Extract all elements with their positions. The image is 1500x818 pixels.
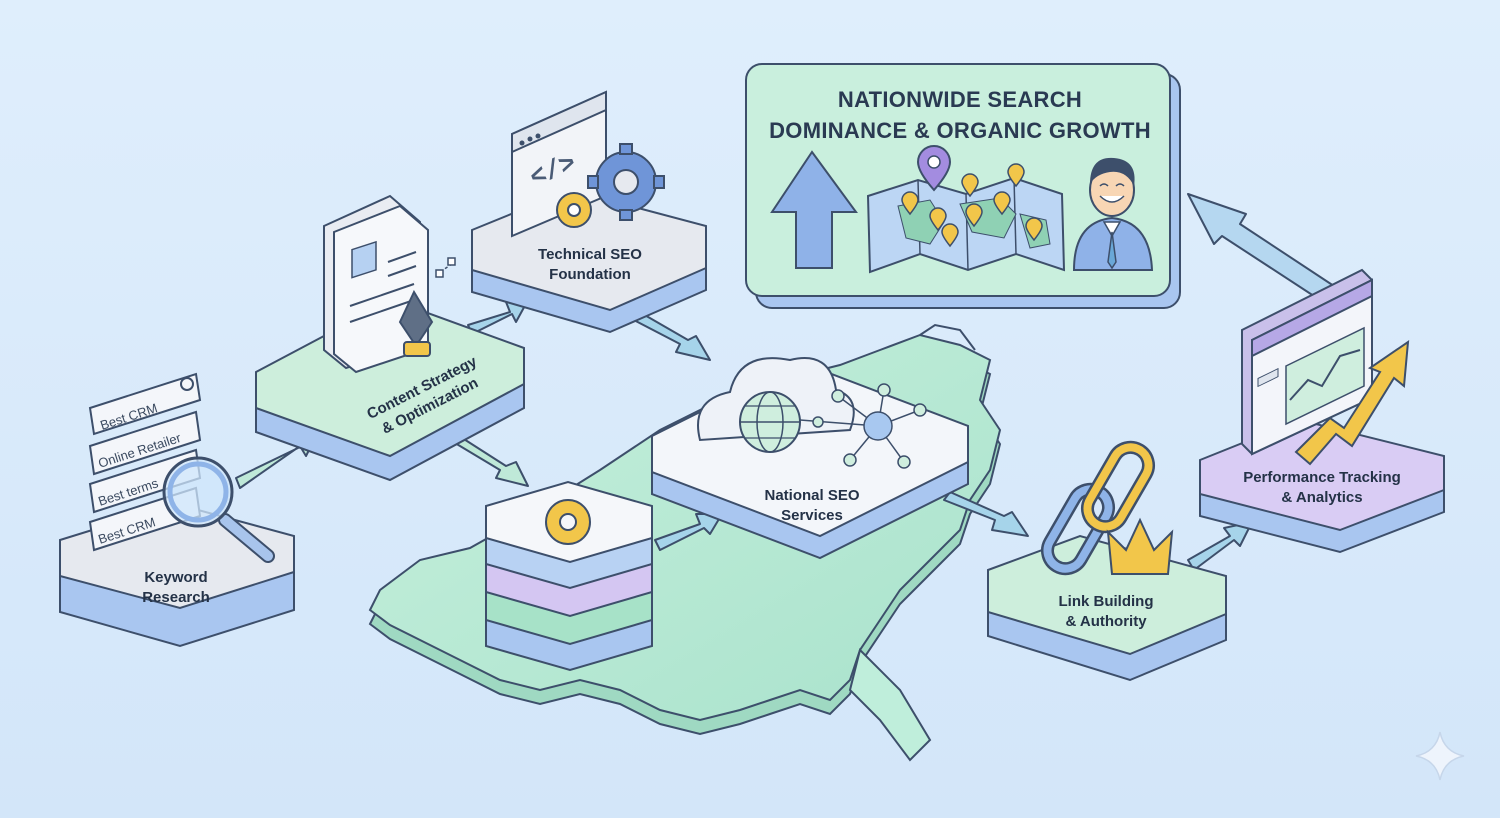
national-seo-label-2: Services [781,507,843,524]
chart-window-icon [1241,268,1373,456]
performance-label-1: Performance Tracking [1243,469,1401,486]
platform-performance: Performance Tracking & Analytics [1199,268,1445,554]
link-building-label-1: Link Building [1059,593,1154,610]
server-stack-icon [485,480,653,672]
banner-title: NATIONWIDE SEARCH DOMINANCE & ORGANIC GR… [760,84,1160,146]
network-icon [799,383,927,469]
location-pin-icon [916,145,952,192]
up-arrow-icon [770,150,858,269]
pen-nib-icon [398,257,456,357]
person-icon [1072,157,1154,271]
technical-seo-label-2: Foundation [549,266,631,283]
national-seo-label-1: National SEO [764,487,859,504]
trend-arrow-icon [1294,339,1410,466]
technical-seo-label-1: Technical SEO [538,246,642,263]
platform-technical-seo: </> Technical SEO Foundation [471,90,707,334]
keyword-research-label-2: Research [142,589,210,606]
magnifier-icon [162,456,275,563]
banner-title-line-2: DOMINANCE & ORGANIC GROWTH [769,118,1151,143]
gear-icon [587,143,665,221]
sparkle-icon [1415,731,1465,781]
banner-title-line-1: NATIONWIDE SEARCH [837,87,1083,112]
location-pin-icon [901,163,1043,248]
platform-content-strategy: Content Strategy & Optimization [255,194,525,482]
platform-national-seo: National SEO Services [651,357,969,560]
globe-icon [739,391,801,453]
search-term-card: Best CRM [88,372,202,436]
search-icon [180,377,194,391]
gear-icon [556,192,592,228]
result-banner [745,63,1181,309]
platform-link-building: Link Building & Authority [987,440,1227,682]
keyword-research-label-1: Keyword [144,569,207,586]
link-building-label-2: & Authority [1065,613,1147,630]
crown-icon [1106,517,1174,575]
chain-link-icon [1041,440,1155,576]
performance-label-2: & Analytics [1281,489,1362,506]
